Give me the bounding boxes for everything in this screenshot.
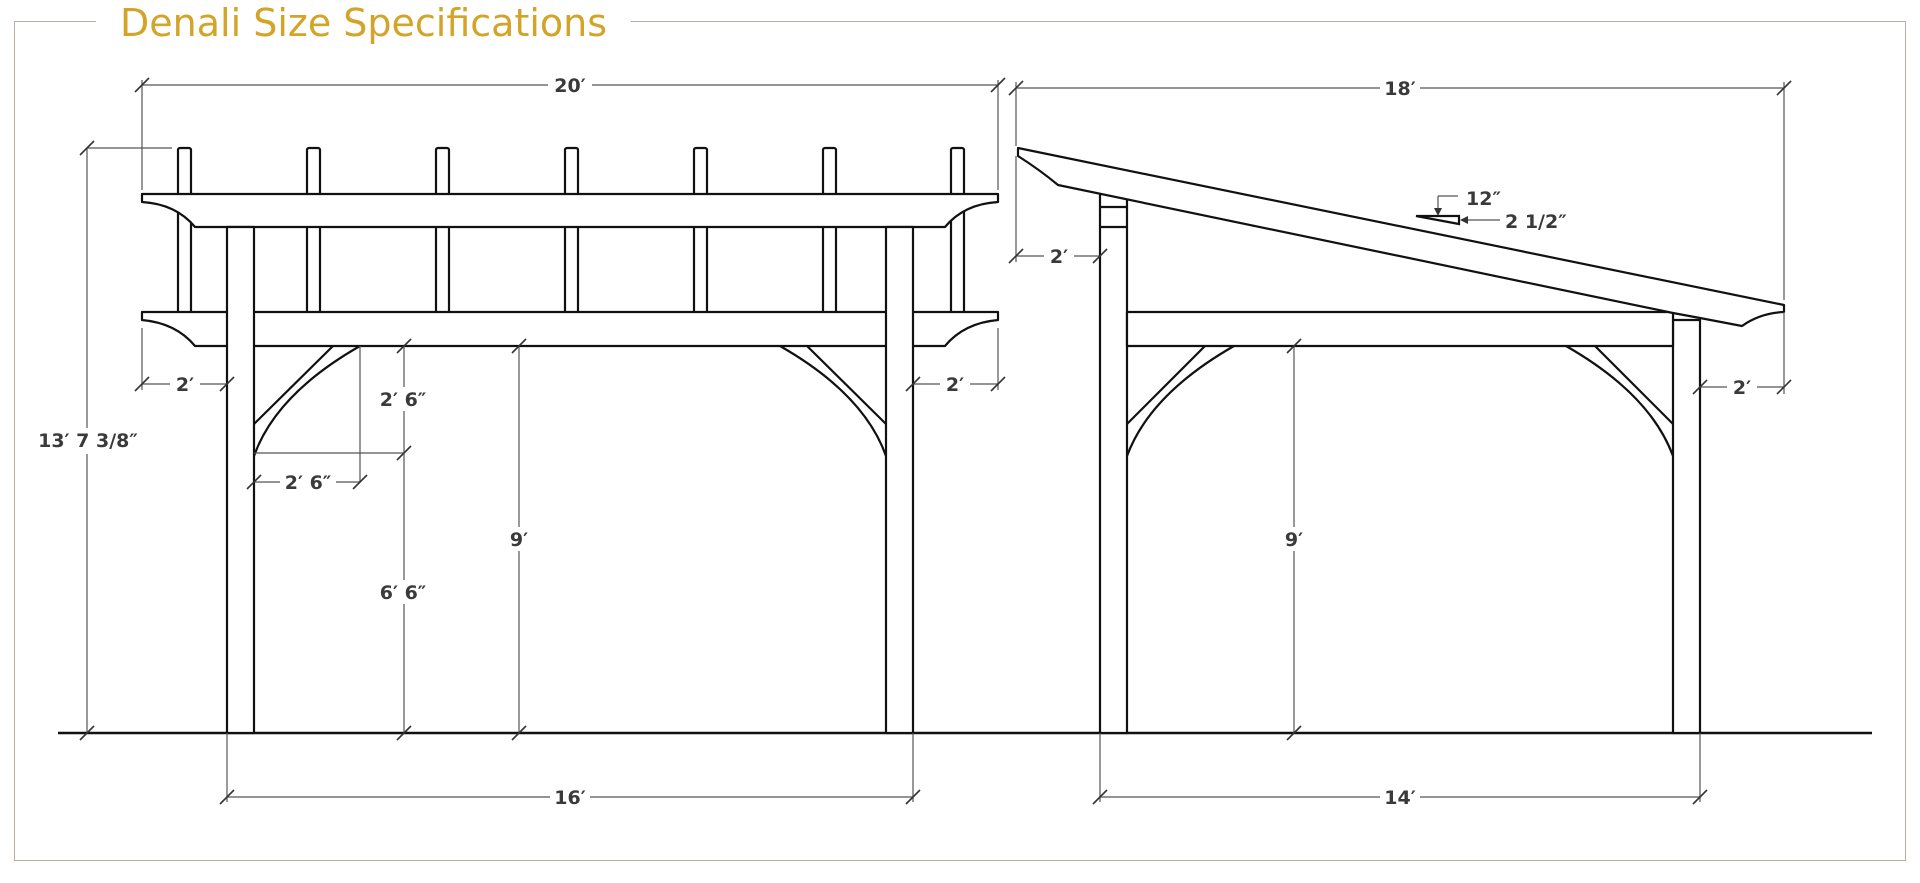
front-post-right — [884, 225, 915, 735]
dim-side-width-label: 18′ — [1384, 78, 1415, 100]
dim-side-post-span-label: 14′ — [1384, 787, 1415, 809]
side-beam — [1125, 310, 1675, 348]
rafter — [821, 146, 838, 315]
side-post-right — [1671, 310, 1702, 735]
dim-front-overhang-right: 2′ — [905, 328, 1006, 396]
dim-front-overhang-right-label: 2′ — [946, 374, 964, 396]
front-lower-beam — [140, 310, 1000, 348]
dim-below-brace: 6′ 6″ — [375, 453, 431, 741]
dim-front-width: 20′ — [134, 74, 1006, 190]
dim-brace-height: 2′ 6″ — [254, 338, 431, 482]
side-dimensions: 18′ 2′ 2′ 12″ 2 1/2″ — [1008, 76, 1792, 809]
dim-below-brace-label: 6′ 6″ — [380, 582, 427, 604]
front-rafters — [176, 146, 966, 315]
rafter — [692, 146, 709, 315]
dim-side-clearance: 9′ — [1280, 338, 1308, 741]
front-brace-right — [779, 345, 888, 457]
page-title: Denali Size Specifications — [96, 0, 632, 46]
front-upper-beam — [140, 192, 1000, 229]
dim-front-clearance: 9′ — [505, 338, 533, 741]
dim-front-width-label: 20′ — [554, 75, 585, 97]
side-view: 18′ 2′ 2′ 12″ 2 1/2″ — [1008, 76, 1792, 809]
drawing-frame — [14, 21, 1906, 861]
dim-side-overhang-right: 2′ — [1692, 312, 1792, 399]
dim-front-overhang-left: 2′ — [134, 328, 235, 396]
dim-brace-width-label: 2′ 6″ — [285, 472, 332, 494]
dim-brace-height-label: 2′ 6″ — [380, 389, 427, 411]
side-post-left — [1098, 192, 1129, 735]
dim-side-overhang-right-label: 2′ — [1733, 377, 1751, 399]
front-brace-left — [252, 345, 361, 457]
dim-front-post-span-label: 16′ — [554, 787, 585, 809]
rafter — [434, 146, 451, 315]
pitch-rise-label: 2 1/2″ — [1505, 211, 1567, 233]
dim-front-clearance-label: 9′ — [510, 529, 528, 551]
dim-front-height: 13′ 7 3/8″ — [36, 140, 172, 741]
pitch-run-label: 12″ — [1466, 188, 1501, 210]
dim-front-overhang-left-label: 2′ — [176, 374, 194, 396]
dim-side-width: 18′ — [1008, 76, 1792, 300]
rafter — [305, 146, 322, 315]
dim-front-post-span: 16′ — [219, 733, 921, 809]
dim-side-post-span: 14′ — [1092, 733, 1708, 809]
rafter — [563, 146, 580, 315]
side-brace-left — [1125, 345, 1235, 457]
front-view: 20′ 13′ 7 3/8″ 2′ — [36, 74, 1006, 809]
front-dimensions: 20′ 13′ 7 3/8″ 2′ — [36, 74, 1006, 809]
dim-side-overhang-left: 2′ — [1008, 156, 1108, 268]
front-post-left — [225, 225, 256, 735]
side-brace-right — [1565, 345, 1675, 457]
side-rafter — [1016, 146, 1786, 328]
rafter — [949, 146, 966, 315]
dim-side-clearance-label: 9′ — [1285, 529, 1303, 551]
pitch-triangle — [1415, 214, 1461, 226]
dim-side-overhang-left-label: 2′ — [1050, 246, 1068, 268]
dim-brace-width: 2′ 6″ — [246, 470, 368, 494]
dim-front-height-label: 13′ 7 3/8″ — [38, 430, 138, 452]
rafter — [176, 146, 193, 315]
